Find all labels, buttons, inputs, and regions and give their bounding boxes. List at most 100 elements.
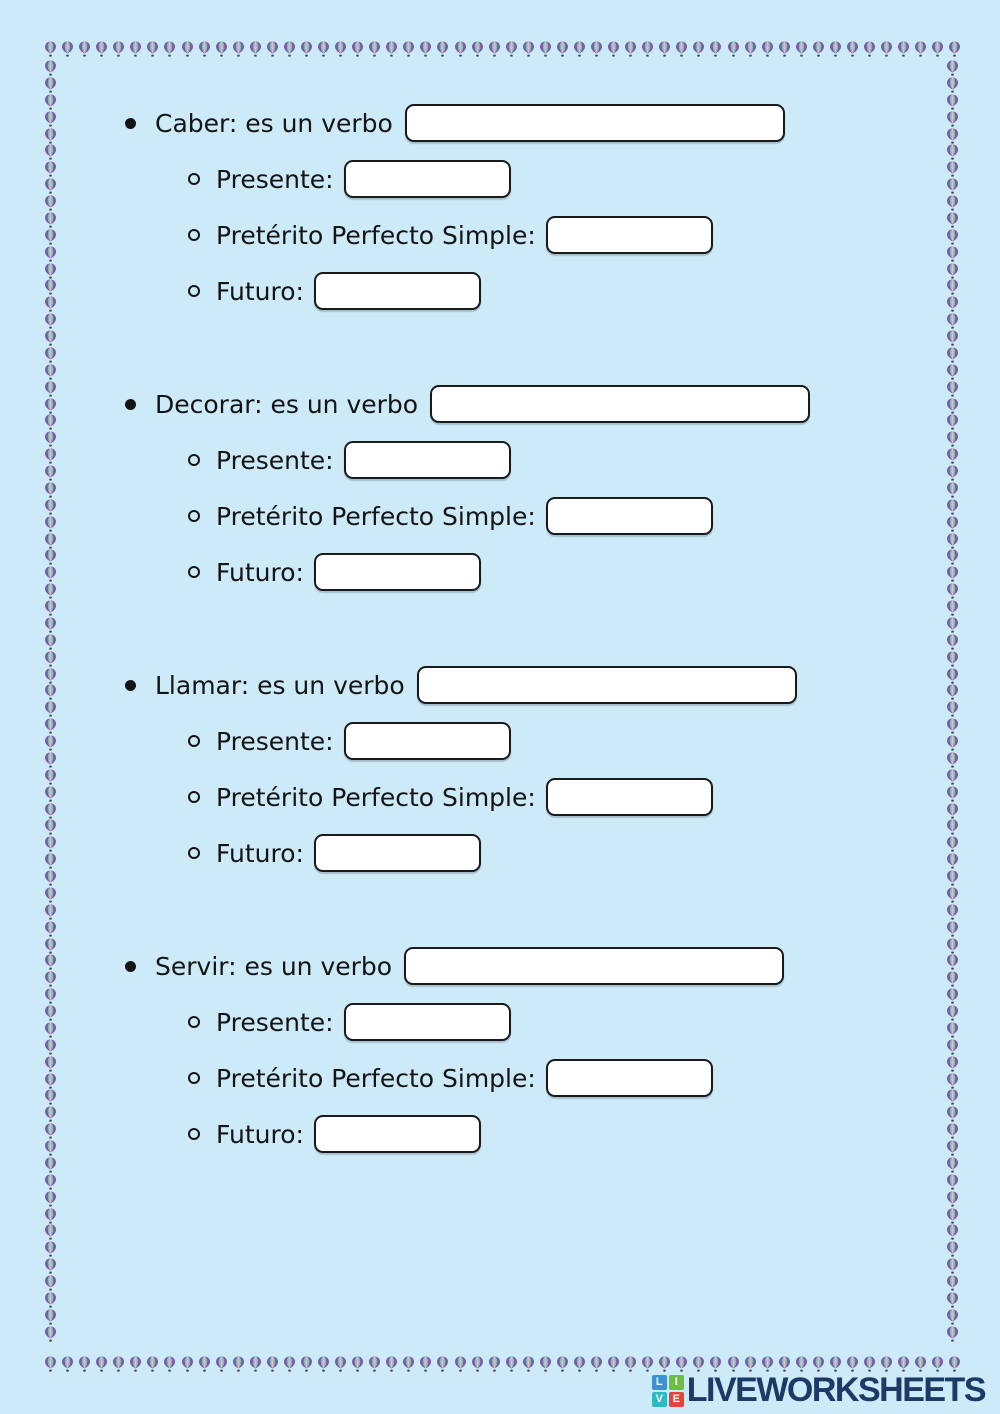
liveworksheets-logo-icon[interactable]: L I V E: [651, 1374, 684, 1407]
verb-section-llamar: Llamar: es un verbo Presente: Pretérito …: [0, 665, 1000, 873]
hot-air-balloon-icon: [44, 1073, 57, 1089]
hot-air-balloon-icon: [44, 786, 57, 802]
hot-air-balloon-icon: [44, 600, 57, 616]
field-label: Futuro:: [216, 276, 304, 306]
hot-air-balloon-icon: [946, 769, 959, 785]
hot-air-balloon-icon: [44, 279, 57, 295]
hot-air-balloon-icon: [658, 1356, 671, 1372]
hot-air-balloon-icon: [946, 60, 959, 76]
decorar-futuro-input[interactable]: [313, 553, 481, 591]
hot-air-balloon-icon: [232, 1356, 245, 1372]
field-row: Pretérito Perfecto Simple:: [188, 1058, 1000, 1098]
caber-presente-input[interactable]: [343, 160, 511, 198]
hot-air-balloon-icon: [744, 1356, 757, 1372]
hot-air-balloon-icon: [146, 41, 159, 57]
hot-air-balloon-icon: [946, 1309, 959, 1325]
hot-air-balloon-icon: [590, 1356, 603, 1372]
hot-air-balloon-icon: [946, 499, 959, 515]
hot-air-balloon-icon: [914, 41, 927, 57]
hot-air-balloon-icon: [334, 1356, 347, 1372]
brand-name[interactable]: LIVEWORKSHEETS: [686, 1371, 987, 1409]
decorar-presente-input[interactable]: [343, 441, 511, 479]
hot-air-balloon-icon: [300, 1356, 313, 1372]
decorar-preterito-input[interactable]: [545, 497, 713, 535]
hot-air-balloon-icon: [61, 41, 74, 57]
hot-air-balloon-icon: [897, 1356, 910, 1372]
hot-air-balloon-icon: [761, 1356, 774, 1372]
hot-air-balloon-icon: [829, 41, 842, 57]
logo-tile-v: V: [651, 1391, 667, 1407]
llamar-preterito-input[interactable]: [545, 778, 713, 816]
balloon-border-bottom: [44, 1356, 962, 1373]
hot-air-balloon-icon: [44, 516, 57, 532]
hot-air-balloon-icon: [266, 1356, 279, 1372]
caber-futuro-input[interactable]: [313, 272, 481, 310]
servir-verb-type-input[interactable]: [404, 947, 785, 985]
hot-air-balloon-icon: [946, 330, 959, 346]
hot-air-balloon-icon: [402, 41, 415, 57]
hot-air-balloon-icon: [946, 296, 959, 312]
hot-air-balloon-icon: [44, 111, 57, 127]
hot-air-balloon-icon: [675, 1356, 688, 1372]
hot-air-balloon-icon: [675, 41, 688, 57]
hot-air-balloon-icon: [795, 41, 808, 57]
hot-air-balloon-icon: [946, 938, 959, 954]
field-row: Futuro:: [188, 552, 1000, 592]
field-label: Pretérito Perfecto Simple:: [216, 1063, 536, 1093]
circle-bullet-icon: [188, 454, 200, 466]
hot-air-balloon-icon: [44, 60, 57, 76]
hot-air-balloon-icon: [419, 41, 432, 57]
balloon-border-left: [44, 60, 57, 1342]
llamar-verb-type-input[interactable]: [416, 666, 797, 704]
caber-preterito-input[interactable]: [545, 216, 713, 254]
hot-air-balloon-icon: [44, 583, 57, 599]
hot-air-balloon-icon: [573, 41, 586, 57]
hot-air-balloon-icon: [946, 668, 959, 684]
hot-air-balloon-icon: [368, 41, 381, 57]
hot-air-balloon-icon: [249, 1356, 262, 1372]
hot-air-balloon-icon: [129, 41, 142, 57]
hot-air-balloon-icon: [488, 1356, 501, 1372]
field-label: Presente:: [216, 1007, 334, 1037]
hot-air-balloon-icon: [44, 364, 57, 380]
field-label: Futuro:: [216, 838, 304, 868]
hot-air-balloon-icon: [946, 347, 959, 363]
servir-preterito-input[interactable]: [545, 1059, 713, 1097]
llamar-futuro-input[interactable]: [313, 834, 481, 872]
circle-bullet-icon: [188, 735, 200, 747]
hot-air-balloon-icon: [946, 398, 959, 414]
hot-air-balloon-icon: [44, 921, 57, 937]
field-row: Presente:: [188, 159, 1000, 199]
servir-presente-input[interactable]: [343, 1003, 511, 1041]
hot-air-balloon-icon: [44, 1174, 57, 1190]
liveworksheets-footer: L I V E LIVEWORKSHEETS: [651, 1371, 987, 1410]
hot-air-balloon-icon: [946, 161, 959, 177]
hot-air-balloon-icon: [44, 499, 57, 515]
hot-air-balloon-icon: [44, 296, 57, 312]
hot-air-balloon-icon: [946, 803, 959, 819]
hot-air-balloon-icon: [946, 1241, 959, 1257]
decorar-verb-type-input[interactable]: [430, 385, 811, 423]
circle-bullet-icon: [188, 847, 200, 859]
servir-futuro-input[interactable]: [313, 1115, 481, 1153]
hot-air-balloon-icon: [946, 533, 959, 549]
hot-air-balloon-icon: [946, 465, 959, 481]
hot-air-balloon-icon: [607, 41, 620, 57]
hot-air-balloon-icon: [44, 1258, 57, 1274]
llamar-presente-input[interactable]: [343, 722, 511, 760]
hot-air-balloon-icon: [112, 1356, 125, 1372]
hot-air-balloon-icon: [590, 41, 603, 57]
hot-air-balloon-icon: [946, 448, 959, 464]
hot-air-balloon-icon: [946, 904, 959, 920]
hot-air-balloon-icon: [454, 1356, 467, 1372]
hot-air-balloon-icon: [709, 1356, 722, 1372]
hot-air-balloon-icon: [44, 735, 57, 751]
hot-air-balloon-icon: [44, 718, 57, 734]
caber-verb-type-input[interactable]: [404, 104, 785, 142]
hot-air-balloon-icon: [556, 1356, 569, 1372]
hot-air-balloon-icon: [946, 870, 959, 886]
hot-air-balloon-icon: [44, 684, 57, 700]
hot-air-balloon-icon: [946, 195, 959, 211]
hot-air-balloon-icon: [539, 41, 552, 57]
hot-air-balloon-icon: [163, 41, 176, 57]
